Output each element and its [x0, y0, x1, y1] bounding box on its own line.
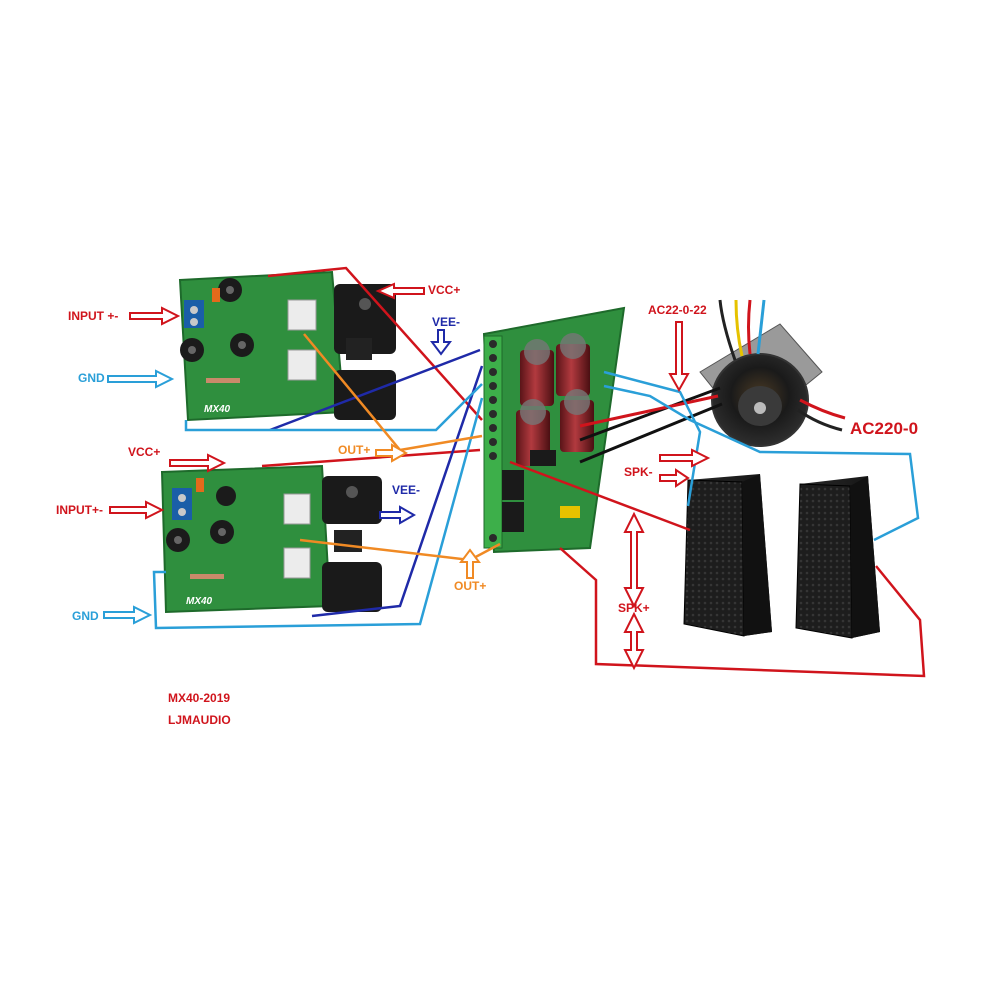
- arrow-transformer-secondary: [668, 321, 690, 393]
- power-supply-board: [482, 306, 626, 554]
- arrow-vcc-bottom: [169, 453, 227, 473]
- label-gnd-bottom: GND: [72, 609, 99, 623]
- input-terminal-bottom: [172, 488, 192, 520]
- wire-ac-2: [579, 402, 723, 464]
- label-vcc-top: VCC+: [428, 283, 460, 297]
- arrow-input-top: [129, 306, 181, 326]
- label-out-top: OUT+: [338, 443, 370, 457]
- wire-ac-3: [579, 394, 719, 428]
- label-spk-neg: SPK-: [624, 465, 653, 479]
- label-transformer-secondary: AC22-0-22: [648, 303, 707, 317]
- wire-gnd-top: [184, 383, 483, 432]
- board-marking-bottom: MX40: [186, 596, 213, 607]
- wire-spk-pos-left: [509, 460, 691, 532]
- amp-board-top: MX40: [178, 270, 396, 422]
- arrow-out-bottom: [459, 548, 481, 579]
- label-out-bottom: OUT+: [454, 579, 486, 593]
- label-gnd-top: GND: [78, 371, 105, 385]
- amp-board-bottom: MX40: [160, 464, 382, 614]
- wire-vcc-top: [267, 266, 483, 421]
- wire-gnd-bottom: [152, 397, 484, 630]
- wire-spk-neg-right: [603, 384, 920, 542]
- arrow-spk-neg-small: [659, 468, 690, 488]
- wire-ac-1: [579, 386, 721, 442]
- arrow-input-bottom: [109, 500, 165, 520]
- speaker-left: [683, 474, 772, 637]
- wire-vee-top: [269, 348, 481, 432]
- arrow-spk-neg: [659, 448, 711, 468]
- footer-brand: LJMAUDIO: [168, 713, 231, 727]
- label-input-top: INPUT +-: [68, 309, 118, 323]
- arrow-gnd-bottom: [103, 605, 153, 625]
- arrow-vee-top: [430, 329, 452, 356]
- label-mains: AC220-0: [850, 419, 918, 438]
- toroidal-transformer: [699, 299, 846, 447]
- board-marking-top: MX40: [204, 404, 231, 415]
- arrow-vcc-top: [375, 282, 425, 300]
- arrow-out-top: [375, 443, 409, 463]
- wire-spk-neg-left: [603, 370, 702, 507]
- label-vee-bottom: VEE-: [392, 483, 420, 497]
- wire-vcc-bottom: [261, 448, 481, 468]
- label-input-bottom: INPUT+-: [56, 503, 103, 517]
- footer-model: MX40-2019: [168, 691, 230, 705]
- speaker-right: [795, 476, 880, 639]
- label-vcc-bottom: VCC+: [128, 445, 160, 459]
- arrow-gnd-top: [107, 369, 175, 389]
- arrow-vee-bottom: [379, 505, 417, 525]
- wire-vee-bottom: [311, 365, 484, 618]
- label-vee-top: VEE-: [432, 315, 460, 329]
- wire-spk-pos-right: [559, 547, 926, 678]
- arrow-spk-pos-double: [623, 511, 645, 671]
- label-spk-pos: SPK+: [618, 601, 650, 615]
